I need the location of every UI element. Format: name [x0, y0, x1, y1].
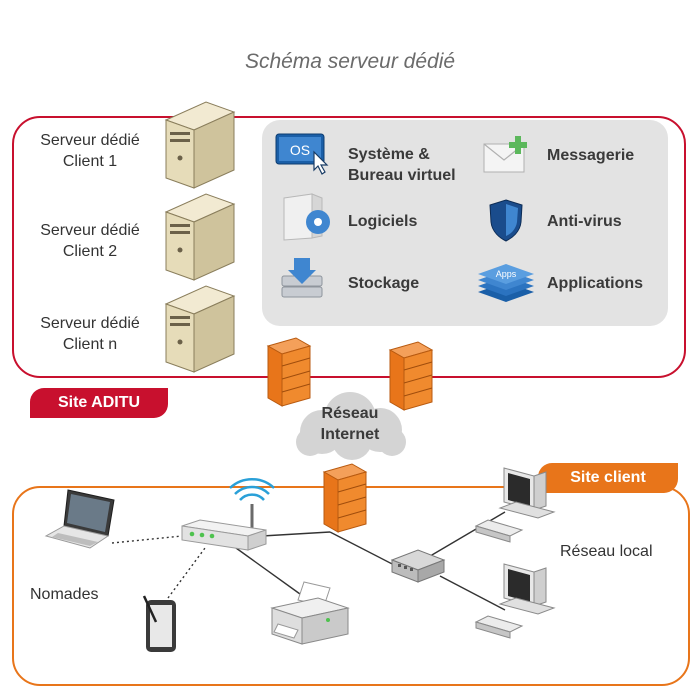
link-router-firewall: [261, 531, 331, 537]
link-switch-pc2: [439, 575, 506, 611]
server-label-client-n: Serveur dédié Client n: [22, 313, 158, 355]
internet-cloud-label: Réseau Internet: [300, 403, 400, 445]
service-stockage-label: Stockage: [348, 275, 420, 292]
firewall-icon: [322, 463, 368, 533]
diagram-title: Schéma serveur dédié: [244, 50, 456, 73]
server-2-line1: Serveur dédié: [40, 222, 140, 239]
service-logiciels-label: Logiciels: [348, 213, 418, 230]
service-applications-label: Applications: [547, 275, 644, 292]
nomades-label: Nomades: [30, 586, 99, 603]
tablet-icon: [142, 595, 176, 652]
cloud-line2: Internet: [320, 426, 380, 443]
internet-cloud-icon: [296, 392, 406, 460]
desktop-computer-icon: [474, 467, 556, 543]
server-label-client-2: Serveur dédié Client 2: [22, 220, 158, 262]
service-antivirus-label: Anti-virus: [547, 213, 622, 230]
link-firewall-switch: [329, 531, 401, 569]
firewall-icon: [266, 337, 312, 407]
desktop-computer-icon: [474, 563, 556, 639]
service-systeme-label: Système & Bureau virtuel: [348, 144, 456, 186]
systeme-line2: Bureau virtuel: [348, 167, 456, 184]
reseau-local-label: Réseau local: [560, 543, 653, 560]
wifi-router-icon: [181, 478, 275, 551]
mail-icon: [483, 136, 527, 173]
server-n-line1: Serveur dédié: [40, 315, 140, 332]
server-label-client-1: Serveur dédié Client 1: [22, 130, 158, 172]
wifi-link-tablet: [167, 547, 206, 599]
systeme-line1: Système &: [348, 146, 430, 163]
laptop-icon: [44, 489, 115, 549]
os-desktop-icon: OS: [275, 133, 329, 175]
apps-badge-text: Apps: [496, 269, 517, 279]
server-n-line2: Client n: [62, 336, 118, 353]
cloud-line1: Réseau: [321, 405, 379, 422]
firewall-icon: [388, 341, 434, 411]
server-1-line1: Serveur dédié: [40, 132, 140, 149]
server-tower-icon: [164, 101, 236, 189]
software-box-icon: [283, 193, 330, 241]
service-messagerie-label: Messagerie: [547, 147, 635, 164]
apps-stack-icon: Apps: [478, 264, 534, 302]
site-aditu-label: Site ADITU: [30, 388, 168, 418]
wifi-link-laptop: [111, 535, 183, 544]
site-aditu-frame: [12, 116, 686, 378]
server-tower-icon: [164, 193, 236, 281]
os-badge-text: OS: [290, 142, 310, 158]
storage-icon: [281, 258, 323, 298]
printer-icon: [270, 581, 350, 645]
server-1-line2: Client 1: [62, 153, 118, 170]
server-2-line2: Client 2: [62, 243, 118, 260]
network-switch-icon: [390, 549, 446, 583]
link-router-printer: [235, 547, 301, 595]
site-client-label: Site client: [538, 463, 678, 493]
antivirus-shield-icon: [489, 199, 523, 242]
server-tower-icon: [164, 285, 236, 373]
